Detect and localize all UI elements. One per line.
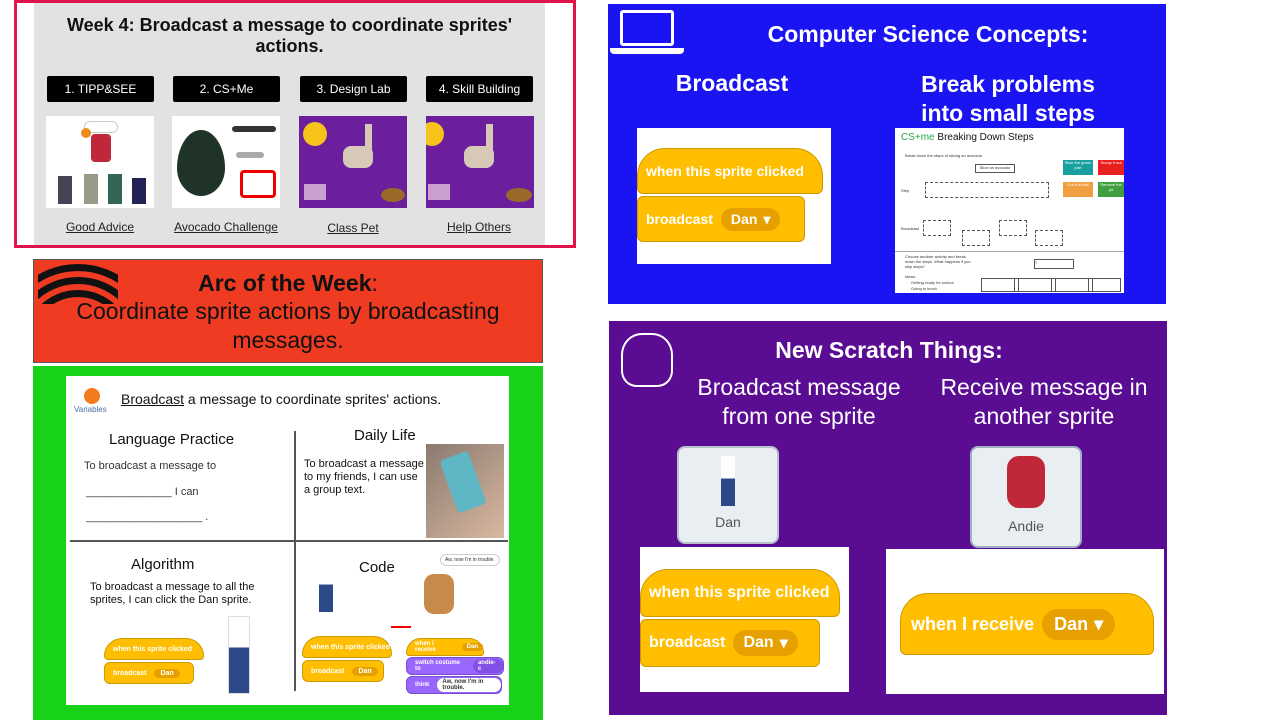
idea-2: Going to lunch: [911, 286, 937, 291]
breaking-down-steps-diagram: CS+me Breaking Down Steps Break down the…: [895, 128, 1124, 293]
language-practice-title: Language Practice: [109, 431, 235, 448]
diagram-prompt: Choose another activity and break down t…: [905, 254, 971, 269]
daily-life-title: Daily Life: [354, 427, 416, 444]
variables-dot-icon: [84, 388, 100, 404]
receive-dropdown[interactable]: Dan▾: [1042, 608, 1116, 640]
cs-concepts-panel: Computer Science Concepts: Broadcast Bre…: [608, 4, 1166, 304]
scratch-cat-icon: [621, 333, 673, 387]
diagram-root: Slice an avocado: [975, 164, 1015, 173]
broadcast-message-heading: Broadcast message from one sprite: [697, 374, 901, 429]
andie-sprite-name: Andie: [1008, 518, 1044, 534]
class-pet-thumbnail[interactable]: [299, 116, 407, 208]
card-cut: Cut it in half: [1063, 182, 1093, 197]
language-blank-2: ___________________ .: [86, 511, 209, 523]
language-blank-1: ______________ I can: [86, 486, 199, 498]
worksheet: Variables Broadcast a message to coordin…: [66, 376, 509, 705]
tipp-see-button[interactable]: 1. TIPP&SEE: [47, 76, 154, 102]
design-lab-button[interactable]: 3. Design Lab: [300, 76, 407, 102]
laptop-icon: [620, 10, 674, 46]
daily-life-text: To broadcast a message to my friends, I …: [304, 458, 424, 496]
signal-arcs-icon: [38, 264, 118, 304]
new-scratch-things-panel: New Scratch Things: Broadcast message fr…: [609, 321, 1167, 715]
andie-sprite-thumbnail: [1007, 456, 1045, 508]
card-scoop: Scoop it out: [1098, 160, 1124, 175]
receive-message-heading: Receive message in another sprite: [940, 374, 1148, 429]
broadcast-dropdown[interactable]: Dan▾: [733, 630, 798, 656]
help-others-thumbnail[interactable]: [426, 116, 534, 208]
week-title: Week 4: Broadcast a message to coordinat…: [66, 15, 513, 56]
cs-when-clicked-block: when this sprite clicked: [637, 148, 823, 194]
vertical-divider: [294, 431, 296, 691]
category-label: Variables: [74, 405, 107, 414]
cs-me-button[interactable]: 2. CS+Me: [173, 76, 280, 102]
when-clicked-block-small: when this sprite clicked: [104, 638, 204, 660]
diagram-title: Breaking Down Steps: [937, 132, 1034, 143]
when-sprite-clicked-block[interactable]: when this sprite clicked: [640, 569, 840, 617]
dan-sprite-card[interactable]: Dan: [677, 446, 779, 544]
arc-description: Coordinate sprite actions by broadcastin…: [76, 298, 500, 353]
card-slice: Slice the green part: [1063, 160, 1093, 175]
dan-sprite-thumbnail: [721, 456, 735, 506]
good-advice-link[interactable]: Good Advice: [65, 220, 135, 234]
week-inner: Week 4: Broadcast a message to coordinat…: [34, 3, 545, 245]
algorithm-text: To broadcast a message to all the sprite…: [90, 581, 255, 606]
concept-broadcast: Broadcast: [675, 70, 789, 96]
avocado-challenge-link[interactable]: Avocado Challenge: [174, 220, 278, 234]
language-text: To broadcast a message to: [84, 460, 217, 472]
andie-sprite-card[interactable]: Andie: [970, 446, 1082, 548]
code-title: Code: [359, 559, 395, 576]
algorithm-title: Algorithm: [131, 556, 195, 573]
dan-sprite-image: [228, 616, 250, 694]
diagram-broadcast-label: Broadcast: [901, 226, 920, 231]
class-pet-link[interactable]: Class Pet: [327, 221, 379, 235]
diagram-q-root: ?: [1034, 259, 1074, 269]
help-others-link[interactable]: Help Others: [446, 220, 512, 234]
dan-sprite-small: [319, 562, 333, 612]
worksheet-title: Broadcast a message to coordinate sprite…: [121, 391, 442, 407]
idea-1: Getting ready for school: [911, 280, 954, 285]
andie-sprite-small: [424, 574, 454, 614]
red-arrow-icon: [391, 626, 411, 628]
good-advice-thumbnail[interactable]: [46, 116, 154, 208]
diagram-intro: Break down the steps of slicing an avoca…: [905, 153, 982, 158]
arc-of-week-panel: Arc of the Week: Coordinate sprite actio…: [33, 259, 543, 363]
horizontal-divider: [70, 540, 508, 542]
scratch-things-title: New Scratch Things:: [775, 337, 1003, 363]
skill-building-button[interactable]: 4. Skill Building: [426, 76, 533, 102]
phone-photo: [426, 444, 504, 538]
concept-break-problems: Break problems into small steps: [921, 71, 1095, 126]
laptop-base-icon: [610, 48, 684, 54]
code-when-clicked-block: when this sprite clicked: [302, 636, 392, 658]
diagram-step-label: Step: [901, 188, 910, 193]
worksheet-panel: Variables Broadcast a message to coordin…: [33, 366, 543, 720]
speech-bubble: Aw, now I'm in trouble.: [440, 554, 500, 566]
dan-sprite-name: Dan: [715, 514, 741, 530]
week-panel: Week 4: Broadcast a message to coordinat…: [14, 0, 576, 248]
cs-me-brand: CS+me: [901, 132, 935, 143]
arc-title: Arc of the Week:: [198, 270, 378, 296]
card-remove-pit: Remove the pit: [1098, 182, 1124, 197]
cs-concepts-title: Computer Science Concepts:: [767, 21, 1089, 47]
diagram-ideas: Ideas:: [905, 274, 916, 279]
avocado-challenge-thumbnail[interactable]: [172, 116, 280, 208]
